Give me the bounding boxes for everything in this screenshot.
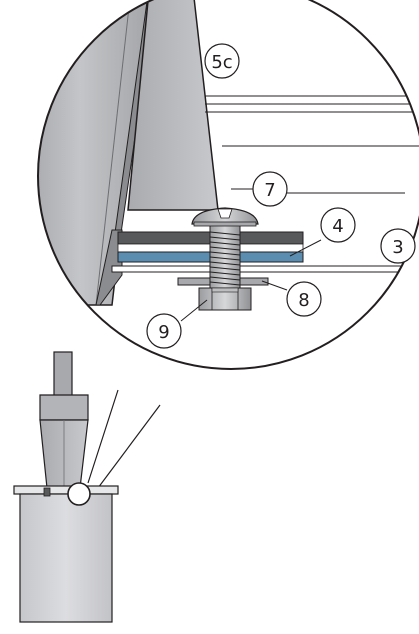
svg-text:5c: 5c xyxy=(211,52,232,73)
overview-assembly xyxy=(13,351,161,623)
callout-4: 4 xyxy=(320,207,356,243)
callout-3: 3 xyxy=(380,228,416,264)
base-sheet-3 xyxy=(111,265,419,273)
bolt-head-socket xyxy=(217,208,233,219)
callout-7: 7 xyxy=(252,171,288,207)
svg-text:4: 4 xyxy=(332,216,343,237)
hopper-stub xyxy=(53,351,73,399)
zoom-connector xyxy=(87,389,119,484)
svg-text:7: 7 xyxy=(264,180,275,201)
callout-9: 9 xyxy=(146,313,182,349)
svg-text:3: 3 xyxy=(392,237,403,258)
svg-text:8: 8 xyxy=(298,290,309,311)
container-rim xyxy=(13,485,119,495)
callout-5c: 5c xyxy=(204,43,240,79)
detail-marker-circle xyxy=(67,482,91,506)
bolt-tip xyxy=(211,287,239,293)
container-body xyxy=(19,493,113,623)
bolt-head-base xyxy=(193,221,257,227)
hopper-shoulder xyxy=(39,394,89,421)
magnifier-circle xyxy=(37,0,419,370)
clamp xyxy=(43,487,51,497)
callout-8: 8 xyxy=(286,281,322,317)
bolt-threads xyxy=(209,231,241,286)
wall-flange xyxy=(95,229,123,306)
zoom-connector xyxy=(91,404,161,497)
wall-edge-line xyxy=(95,0,133,306)
svg-text:9: 9 xyxy=(158,322,169,343)
leader-lines xyxy=(180,188,405,322)
